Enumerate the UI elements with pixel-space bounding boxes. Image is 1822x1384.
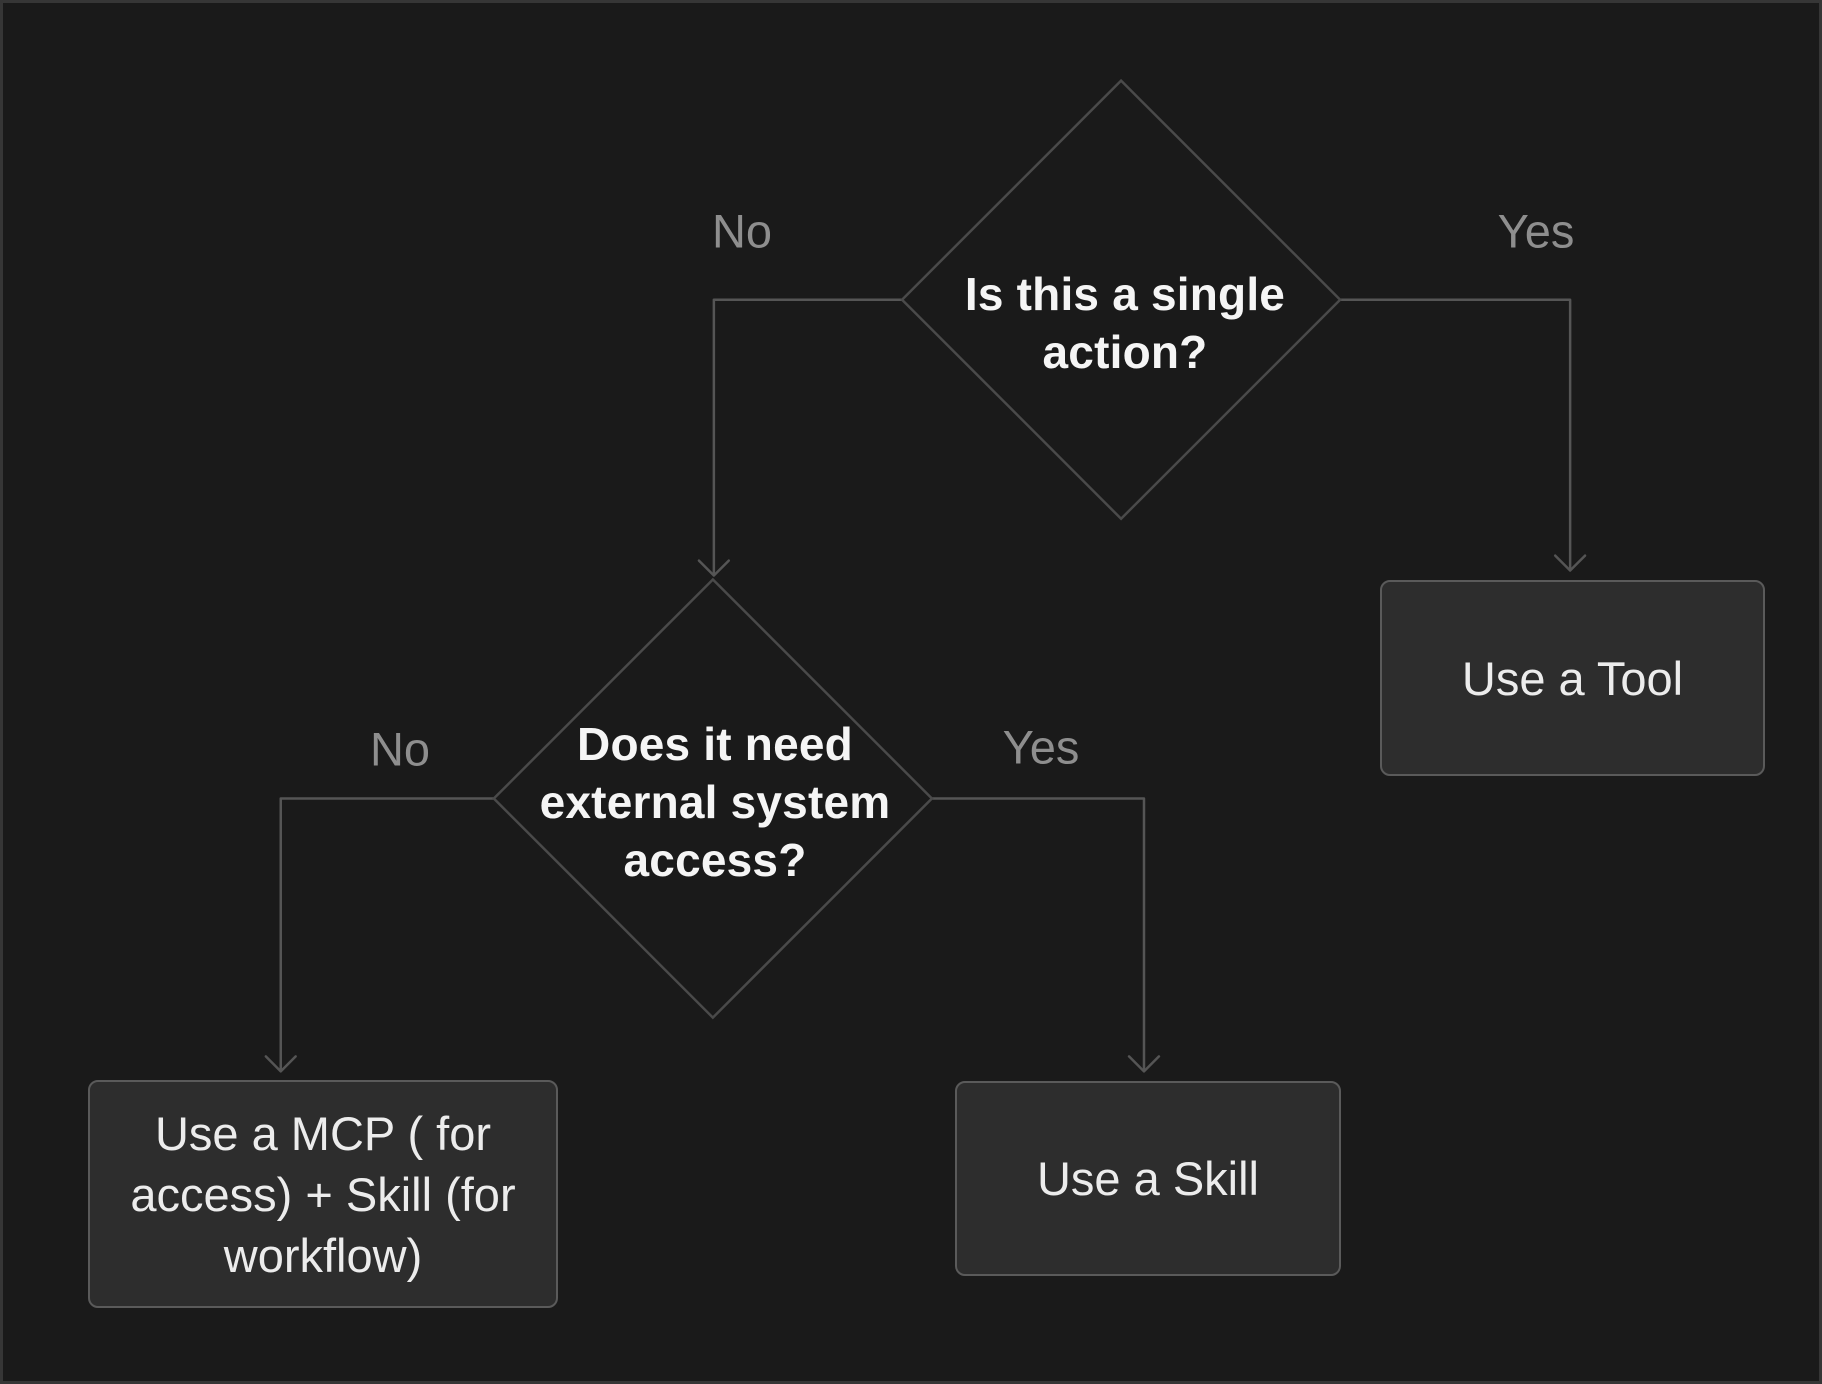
outcome-box-skill: Use a Skill xyxy=(955,1081,1341,1276)
decision-diamond-external-access xyxy=(492,577,934,1020)
connector-yes-to-tool xyxy=(1340,298,1572,571)
outcome-box-label-line: Use a MCP ( for xyxy=(154,1106,492,1160)
decision-text-single-action: Is this a single action? xyxy=(865,265,1385,381)
decision-text-line: Does it need xyxy=(577,718,853,770)
outcome-box-tool: Use a Tool xyxy=(1380,580,1765,776)
arrowhead-icon-tool xyxy=(1553,554,1587,572)
outcome-box-label: Use a Skill xyxy=(1036,1152,1259,1205)
arrowhead-icon-mcp xyxy=(264,1055,297,1073)
decision-text-line: Is this a single xyxy=(964,268,1286,320)
decision-diamond-single-action xyxy=(900,78,1342,521)
outcome-box-label-line: access) + Skill (for xyxy=(130,1167,516,1221)
branch-label-single-action-yes: Yes xyxy=(1497,204,1575,258)
decision-text-line: action? xyxy=(1042,326,1208,378)
branch-label-external-access-yes: Yes xyxy=(1002,720,1080,774)
connector-yes-to-skill xyxy=(931,797,1146,1072)
outcome-box-label: Use a Tool xyxy=(1461,651,1684,705)
branch-label-external-access-no: No xyxy=(369,722,431,776)
decision-text-external-access: Does it need external system access? xyxy=(435,715,995,889)
arrowhead-icon-external-access xyxy=(697,559,731,577)
flowchart-wires xyxy=(264,78,1587,1073)
outcome-box-mcp-plus-skill: Use a MCP ( for access) + Skill (for wor… xyxy=(88,1080,558,1308)
connector-no-to-external-access xyxy=(712,298,903,576)
outcome-box-label-line: workflow) xyxy=(223,1228,423,1282)
connector-no-to-mcp xyxy=(279,797,494,1072)
branch-label-single-action-no: No xyxy=(711,204,773,258)
decision-text-line: access? xyxy=(623,834,807,886)
decision-text-line: external system xyxy=(539,776,891,828)
arrowhead-icon-skill xyxy=(1127,1055,1161,1073)
